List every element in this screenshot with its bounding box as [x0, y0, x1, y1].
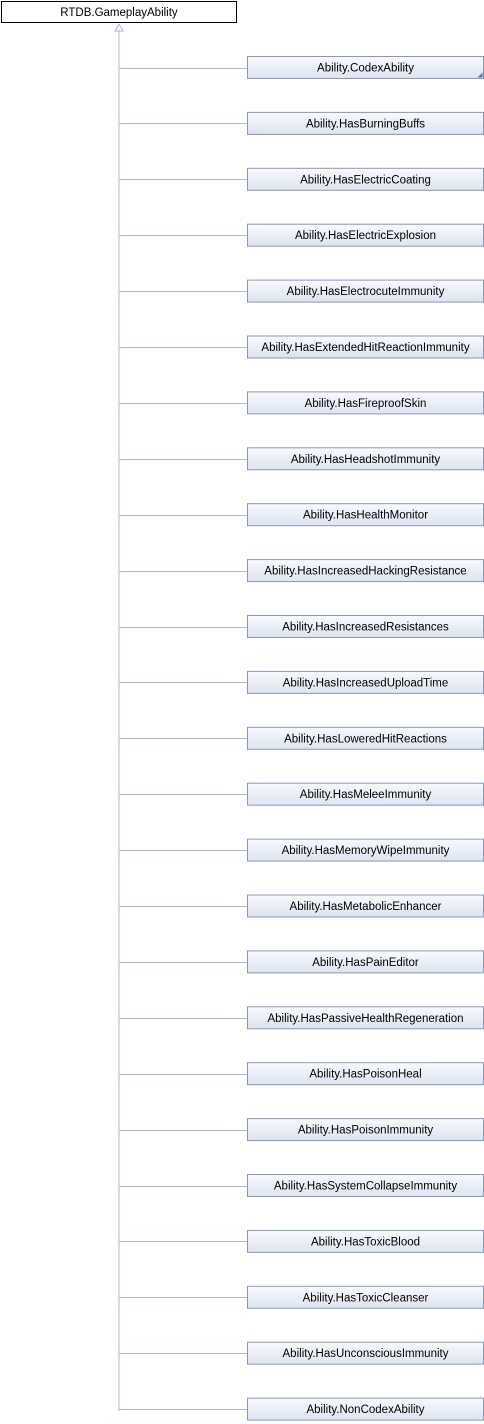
collapsed-children-marker-icon: [477, 72, 483, 78]
derived-class-label: Ability.CodexAbility: [317, 63, 414, 75]
derived-class-label: Ability.HasPassiveHealthRegeneration: [267, 1013, 463, 1025]
derived-class-node[interactable]: Ability.HasIncreasedHackingResistance: [247, 559, 484, 583]
derived-class-node[interactable]: Ability.HasIncreasedResistances: [247, 615, 484, 638]
derived-class-label: Ability.HasSystemCollapseImmunity: [274, 1181, 457, 1193]
derived-class-label: Ability.HasMeleeImmunity: [300, 789, 432, 801]
derived-class-label: Ability.HasElectricCoating: [300, 174, 431, 186]
derived-class-node[interactable]: Ability.HasPassiveHealthRegeneration: [247, 1006, 484, 1030]
derived-classes: Ability.CodexAbilityAbility.HasBurningBu…: [119, 56, 484, 1421]
derived-class-label: Ability.HasToxicBlood: [311, 1236, 420, 1248]
derived-class-node[interactable]: Ability.HasPoisonImmunity: [247, 1118, 484, 1142]
derived-class-label: Ability.HasPainEditor: [312, 957, 419, 969]
derived-class-label: Ability.HasUnconsciousImmunity: [283, 1348, 449, 1360]
base-class-label: RTDB.GameplayAbility: [60, 7, 178, 19]
derived-class-node[interactable]: Ability.HasLoweredHitReactions: [247, 726, 484, 750]
derived-class-node[interactable]: Ability.HasMemoryWipeImmunity: [247, 838, 484, 862]
derived-class-node[interactable]: Ability.HasPoisonHeal: [247, 1062, 484, 1086]
derived-class-node[interactable]: Ability.HasToxicBlood: [247, 1229, 484, 1253]
derived-class-node[interactable]: Ability.HasSystemCollapseImmunity: [247, 1174, 484, 1197]
derived-class-label: Ability.HasElectrocuteImmunity: [287, 286, 445, 298]
derived-class-node[interactable]: Ability.HasPainEditor: [247, 950, 484, 974]
derived-class-node[interactable]: Ability.HasElectricExplosion: [247, 223, 484, 247]
inheritance-arrowhead: [114, 22, 124, 32]
derived-class-label: Ability.HasBurningBuffs: [306, 118, 425, 130]
derived-class-label: Ability.HasHeadshotImmunity: [291, 454, 441, 466]
derived-class-node[interactable]: Ability.HasFireproofSkin: [247, 391, 484, 415]
derived-class-node[interactable]: Ability.HasIncreasedUploadTime: [247, 670, 484, 694]
derived-class-node[interactable]: Ability.HasMeleeImmunity: [247, 782, 484, 806]
derived-class-node[interactable]: Ability.CodexAbility: [247, 56, 484, 79]
derived-class-node[interactable]: Ability.HasHeadshotImmunity: [247, 447, 484, 471]
derived-class-node[interactable]: Ability.HasElectricCoating: [247, 167, 484, 191]
derived-class-label: Ability.HasIncreasedUploadTime: [283, 677, 449, 689]
derived-class-node[interactable]: Ability.HasBurningBuffs: [247, 111, 484, 135]
derived-class-label: Ability.HasPoisonHeal: [309, 1069, 421, 1081]
derived-class-node[interactable]: Ability.HasHealthMonitor: [247, 503, 484, 527]
derived-class-label: Ability.HasLoweredHitReactions: [284, 733, 447, 745]
derived-class-label: Ability.HasHealthMonitor: [303, 510, 428, 522]
derived-class-node[interactable]: Ability.HasExtendedHitReactionImmunity: [247, 335, 484, 359]
derived-class-label: Ability.HasElectricExplosion: [295, 230, 436, 242]
derived-class-label: Ability.HasFireproofSkin: [305, 398, 427, 410]
derived-class-node[interactable]: Ability.NonCodexAbility: [247, 1397, 484, 1421]
base-class-node[interactable]: RTDB.GameplayAbility: [1, 1, 237, 23]
derived-class-label: Ability.HasPoisonImmunity: [298, 1125, 434, 1137]
derived-class-label: Ability.NonCodexAbility: [306, 1404, 424, 1416]
derived-class-label: Ability.HasIncreasedHackingResistance: [264, 566, 466, 578]
derived-class-node[interactable]: Ability.HasToxicCleanser: [247, 1285, 484, 1309]
derived-class-label: Ability.HasMemoryWipeImmunity: [282, 845, 450, 857]
derived-class-node[interactable]: Ability.HasMetabolicEnhancer: [247, 894, 484, 918]
derived-class-node[interactable]: Ability.HasUnconsciousImmunity: [247, 1341, 484, 1365]
derived-class-node[interactable]: Ability.HasElectrocuteImmunity: [247, 279, 484, 303]
derived-class-label: Ability.HasIncreasedResistances: [282, 622, 449, 634]
derived-class-label: Ability.HasToxicCleanser: [303, 1292, 429, 1304]
derived-class-label: Ability.HasMetabolicEnhancer: [290, 901, 442, 913]
derived-class-label: Ability.HasExtendedHitReactionImmunity: [261, 342, 469, 354]
